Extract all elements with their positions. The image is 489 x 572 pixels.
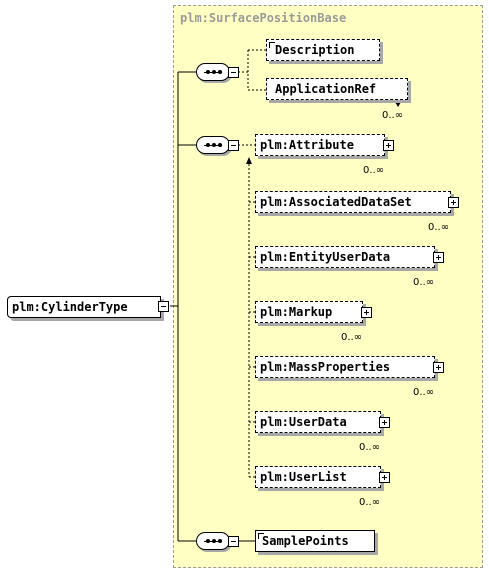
element-user-data-label: plm:UserData [260, 415, 347, 429]
user-data-cardinality: 0..∞ [359, 442, 381, 453]
user-list-expand-toggle[interactable] [379, 472, 390, 483]
mass-properties-cardinality: 0..∞ [413, 387, 435, 398]
element-mass-properties-label: plm:MassProperties [260, 360, 391, 374]
user-data-expand-toggle[interactable] [379, 417, 390, 428]
markup-expand-toggle[interactable] [361, 307, 372, 318]
sequence-compositor-3 [196, 532, 230, 550]
sequence-1-collapse-toggle[interactable] [228, 67, 239, 78]
base-type-title: plm:SurfacePositionBase [180, 11, 347, 25]
element-entity-user-data[interactable]: plm:EntityUserData [255, 246, 435, 268]
element-attribute-label: plm:Attribute [260, 138, 354, 152]
root-element-node[interactable]: plm:CylinderType [7, 296, 161, 318]
attribute-cardinality: 0..∞ [363, 165, 385, 176]
sequence-compositor-1 [196, 63, 230, 81]
element-sample-points[interactable]: SamplePoints [255, 530, 375, 552]
element-markup-label: plm:Markup [260, 305, 333, 319]
attribute-expand-toggle[interactable] [383, 140, 394, 151]
sequence-3-collapse-toggle[interactable] [228, 536, 239, 547]
associated-data-set-expand-toggle[interactable] [448, 197, 459, 208]
associated-data-set-cardinality: 0..∞ [428, 222, 450, 233]
element-associated-data-set-label: plm:AssociatedDataSet [260, 195, 412, 209]
element-sample-points-label: SamplePoints [262, 534, 349, 548]
element-entity-user-data-label: plm:EntityUserData [260, 250, 391, 264]
entity-user-data-cardinality: 0..∞ [413, 277, 435, 288]
element-application-ref-label: ApplicationRef [275, 82, 377, 96]
element-mass-properties[interactable]: plm:MassProperties [255, 356, 435, 378]
entity-user-data-expand-toggle[interactable] [433, 252, 444, 263]
element-user-list[interactable]: plm:UserList [255, 466, 381, 488]
sequence-2-collapse-toggle[interactable] [228, 140, 239, 151]
element-markup[interactable]: plm:Markup [255, 301, 363, 323]
mass-properties-expand-toggle[interactable] [433, 362, 444, 373]
element-associated-data-set[interactable]: plm:AssociatedDataSet [255, 191, 451, 213]
markup-cardinality: 0..∞ [341, 332, 363, 343]
sequence-compositor-2 [196, 136, 230, 154]
application-ref-cardinality: 0..∞ [382, 110, 404, 121]
element-description-label: Description [275, 43, 355, 57]
element-user-data[interactable]: plm:UserData [255, 411, 381, 433]
element-user-list-label: plm:UserList [260, 470, 347, 484]
root-element-label: plm:CylinderType [12, 300, 128, 314]
element-description[interactable]: Description [266, 39, 380, 61]
element-application-ref[interactable]: ApplicationRef [266, 78, 408, 100]
root-collapse-toggle[interactable] [158, 301, 169, 312]
user-list-cardinality: 0..∞ [359, 497, 381, 508]
element-attribute[interactable]: plm:Attribute [255, 134, 385, 156]
